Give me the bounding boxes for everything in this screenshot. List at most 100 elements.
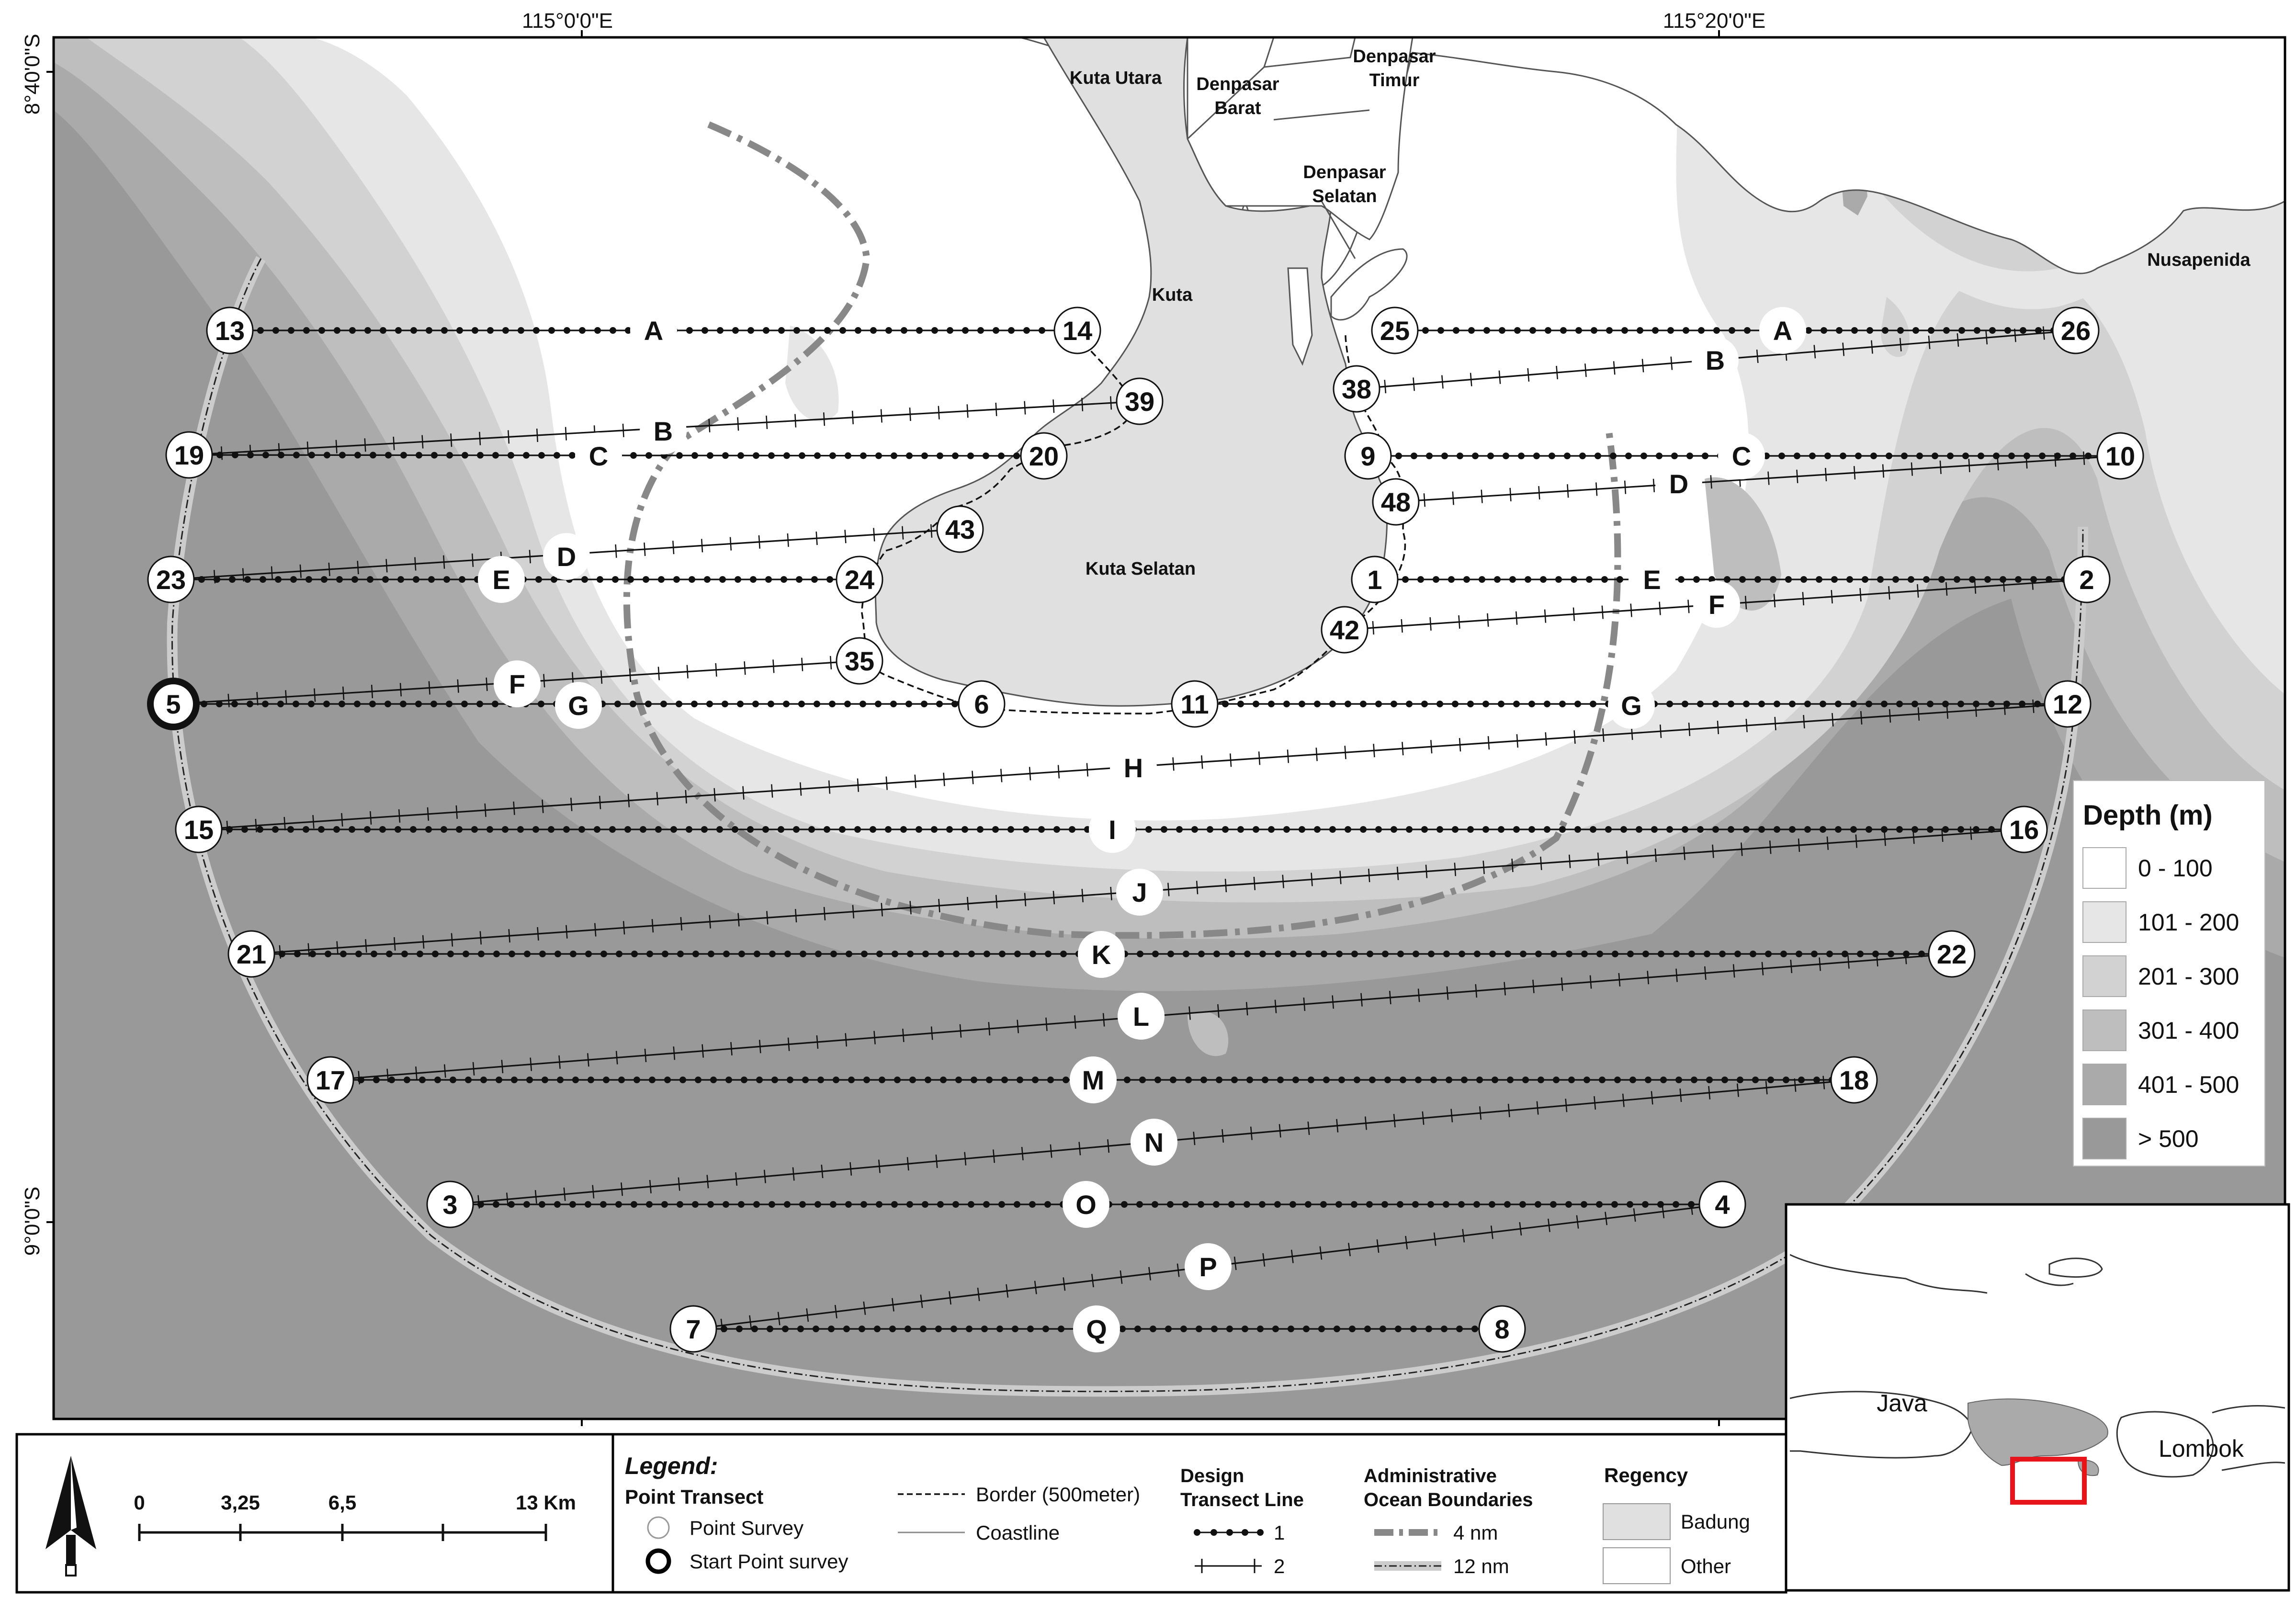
depth-class-3: 301 - 400 (2082, 1009, 2239, 1051)
transect-label-B: B (640, 408, 687, 454)
survey-point-13: 13 (206, 306, 254, 354)
svg-text:F: F (509, 669, 525, 699)
transect-label-C: C (1718, 432, 1765, 479)
map-frame (52, 36, 2286, 1420)
svg-text:6: 6 (974, 689, 989, 719)
legend-start-point: Start Point survey (690, 1550, 848, 1573)
svg-text:10: 10 (2105, 441, 2135, 471)
legend-regency-badung: Badung (1681, 1510, 1750, 1533)
svg-text:C: C (1732, 441, 1751, 471)
survey-point-5: 5 (147, 678, 200, 730)
svg-text:35: 35 (845, 646, 874, 676)
svg-text:17: 17 (316, 1065, 345, 1095)
legend-coastline: Coastline (976, 1521, 1060, 1544)
north-scale-box: 0 3,25 6,5 13 Km (15, 1433, 614, 1594)
north-arrow-icon (45, 1456, 96, 1576)
scale-label-1: 3,25 (221, 1491, 260, 1514)
transect-label-D: D (543, 533, 590, 580)
lon-label-right: 115°20'0"E (1663, 9, 1766, 33)
survey-point-2: 2 (2063, 556, 2111, 603)
transect-label-H: H (1110, 744, 1157, 791)
svg-text:201 - 300: 201 - 300 (2138, 963, 2239, 990)
survey-point-17: 17 (306, 1056, 354, 1104)
svg-text:25: 25 (1380, 316, 1410, 346)
point-survey-symbol (647, 1516, 670, 1539)
svg-text:K: K (1092, 940, 1111, 970)
svg-text:16: 16 (2009, 815, 2039, 845)
inset-label-lombok: Lombok (2159, 1435, 2244, 1462)
legend-point-survey: Point Survey (690, 1517, 803, 1539)
survey-point-11: 11 (1171, 680, 1219, 728)
legend-design-1: 1 (1274, 1521, 1285, 1544)
transect-line-C-9-10 (1368, 453, 2120, 459)
inset-map: Java Lombok (1785, 1203, 2290, 1592)
survey-point-1: 1 (1351, 556, 1399, 603)
legend-admin-title-1: Administrative (1364, 1465, 1497, 1486)
transect-label-E: E (478, 556, 525, 603)
lat-label-top: 8°40'0"S (21, 34, 44, 115)
inset-lombok (2116, 1411, 2214, 1478)
transect-line-E-1-2 (1375, 576, 2087, 583)
svg-text:13: 13 (215, 316, 245, 346)
survey-point-48: 48 (1372, 478, 1420, 526)
svg-text:12: 12 (2053, 689, 2082, 719)
legend-regency-title: Regency (1604, 1464, 1688, 1486)
svg-text:18: 18 (1839, 1065, 1869, 1095)
legend-border: Border (500meter) (976, 1483, 1140, 1506)
lat-label-bottom: 9°0'0"S (21, 1187, 44, 1256)
svg-text:22: 22 (1937, 939, 1967, 969)
svg-text:J: J (1132, 877, 1147, 907)
place-denpasar-barat-1: Denpasar (1196, 74, 1279, 94)
survey-point-9: 9 (1344, 432, 1392, 480)
svg-text:G: G (568, 691, 589, 721)
inset-study-area-box (2010, 1457, 2087, 1505)
start-point-symbol (645, 1548, 671, 1574)
svg-text:5: 5 (166, 689, 181, 719)
depth-class-0: 0 - 100 (2082, 847, 2213, 889)
transect-label-M: M (1070, 1056, 1117, 1103)
place-kuta-selatan: Kuta Selatan (1086, 559, 1196, 579)
survey-point-43: 43 (936, 505, 984, 553)
place-denpasar-timur-2: Timur (1369, 70, 1420, 91)
svg-text:21: 21 (237, 939, 266, 969)
legend-design-2: 2 (1274, 1555, 1285, 1577)
scale-bar: 0 3,25 6,5 13 Km (134, 1491, 576, 1541)
legend-admin-4nm: 4 nm (1453, 1521, 1498, 1544)
svg-text:D: D (1669, 469, 1688, 499)
depth-class-2: 201 - 300 (2082, 955, 2239, 997)
svg-text:B: B (654, 416, 673, 446)
survey-point-19: 19 (165, 431, 213, 479)
svg-text:24: 24 (845, 565, 874, 595)
svg-text:401 - 500: 401 - 500 (2138, 1071, 2239, 1098)
survey-point-6: 6 (958, 680, 1006, 728)
svg-text:7: 7 (686, 1314, 701, 1344)
survey-point-3: 3 (426, 1180, 474, 1228)
inset-bali (1968, 1398, 2108, 1466)
survey-point-38: 38 (1333, 365, 1380, 413)
survey-point-7: 7 (669, 1305, 717, 1353)
transect-label-G: G (1608, 682, 1655, 729)
place-nusapenida: Nusapenida (2147, 250, 2251, 270)
svg-text:14: 14 (1063, 316, 1092, 346)
regency-other-swatch (1603, 1547, 1671, 1584)
svg-text:F: F (1708, 590, 1725, 620)
transect-label-C: C (575, 432, 622, 479)
transect-line-M-17-18 (330, 1077, 1854, 1083)
svg-text:P: P (1199, 1252, 1217, 1282)
svg-text:11: 11 (1180, 689, 1209, 719)
transect-label-J: J (1116, 869, 1163, 916)
place-denpasar-timur-1: Denpasar (1353, 46, 1436, 67)
design-1-symbol (1194, 1529, 1264, 1536)
svg-text:A: A (1773, 316, 1792, 346)
place-kuta: Kuta (1152, 285, 1193, 305)
place-denpasar-barat-2: Barat (1214, 98, 1261, 118)
svg-text:23: 23 (156, 565, 186, 595)
graticule: 115°0'0"E 115°20'0"E 8°40'0"S 9°0'0"S (21, 9, 1765, 1426)
transect-label-G: G (555, 682, 602, 729)
scale-label-2: 6,5 (328, 1491, 356, 1514)
svg-text:4: 4 (1715, 1190, 1730, 1220)
legend-design-title-2: Transect Line (1180, 1489, 1304, 1510)
depth-class-1: 101 - 200 (2082, 901, 2239, 943)
